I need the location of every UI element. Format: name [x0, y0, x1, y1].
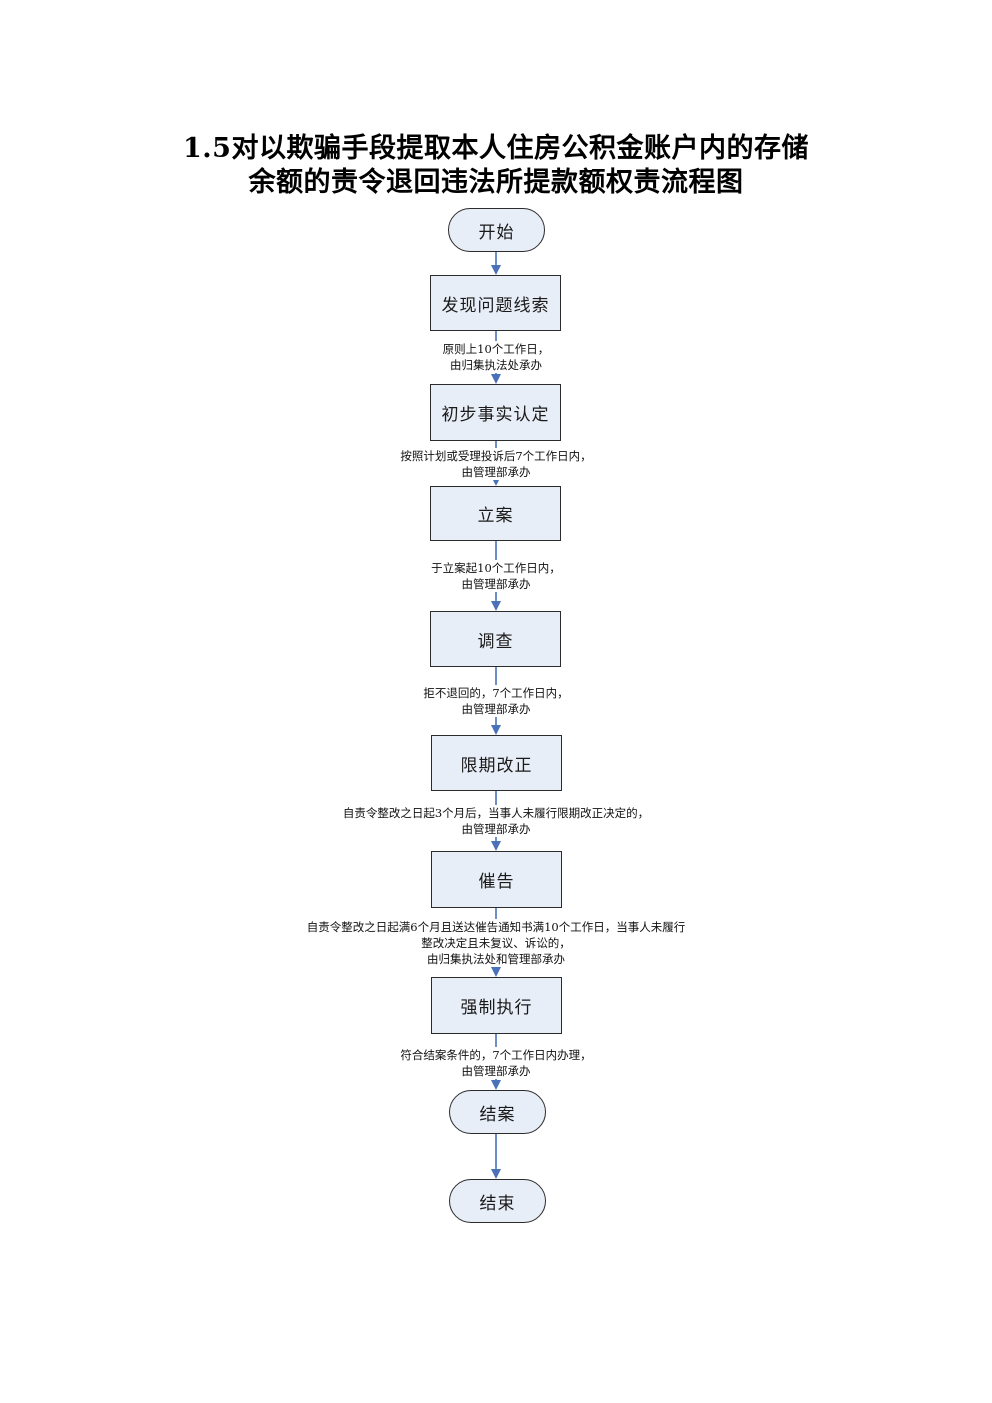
process-preliminary-facts: 初步事实认定	[430, 384, 561, 441]
edge-label-rectify-urge: 自责令整改之日起3个月后，当事人未履行限期改正决定的， 由管理部承办	[0, 805, 992, 837]
process-investigation: 调查	[430, 611, 561, 667]
edge-label-investigate-rectify: 拒不退回的，7个工作日内， 由管理部承办	[0, 685, 992, 717]
edge-label-discover-prelim: 原则上10个工作日， 由归集执法处承办	[0, 341, 992, 373]
process-discover-clues: 发现问题线索	[430, 275, 561, 331]
start-terminal: 开始	[448, 208, 545, 252]
process-enforcement: 强制执行	[431, 977, 562, 1034]
edge-label-filing-investigate: 于立案起10个工作日内， 由管理部承办	[0, 560, 992, 592]
diagram-title-line-2: 余额的责令退回违法所提款额权责流程图	[248, 167, 744, 198]
close-case-terminal: 结案	[449, 1090, 546, 1134]
end-terminal: 结束	[449, 1179, 546, 1223]
edge-label-urge-enforce: 自责令整改之日起满6个月且送达催告通知书满10个工作日，当事人未履行 整改决定且…	[0, 919, 992, 967]
process-case-filing: 立案	[430, 486, 561, 541]
process-rectify-deadline: 限期改正	[431, 735, 562, 791]
process-urge-notice: 催告	[431, 851, 562, 908]
diagram-title-line-1: 1.5对以欺骗手段提取本人住房公积金账户内的存储	[183, 133, 809, 164]
edge-label-enforce-close: 符合结案条件的，7个工作日内办理， 由管理部承办	[0, 1047, 992, 1079]
edge-label-prelim-filing: 按照计划或受理投诉后7个工作日内， 由管理部承办	[0, 448, 992, 480]
